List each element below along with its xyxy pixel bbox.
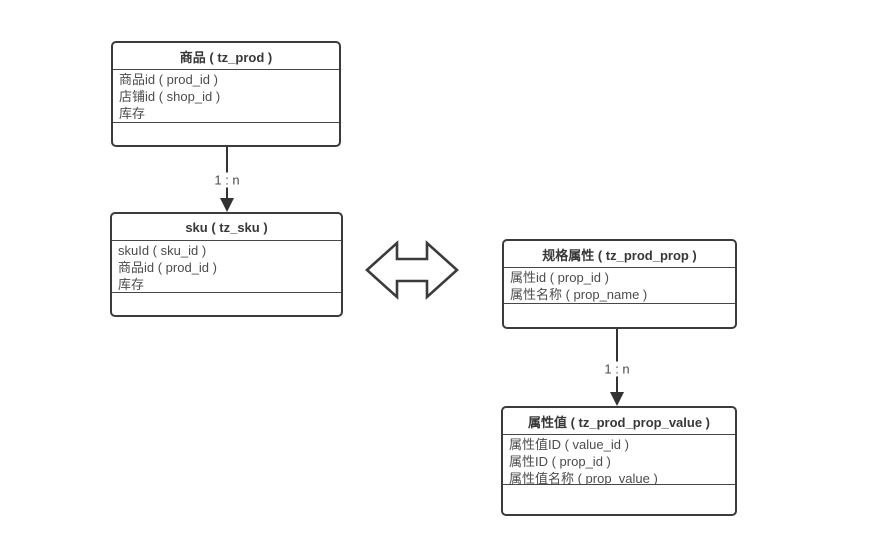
table-field: skuId ( sku_id ): [118, 243, 207, 258]
relation-label: 1 : n: [601, 361, 633, 377]
entity-table-tz-sku: sku ( tz_sku ) skuId ( sku_id ) 商品id ( p…: [110, 212, 343, 317]
table-title: 商品 ( tz_prod ): [113, 43, 339, 70]
table-field: 属性id ( prop_id ): [510, 270, 609, 285]
table-empty-section: [112, 293, 341, 315]
table-field: 商品id ( prod_id ): [118, 260, 217, 275]
double-arrow-icon: [365, 240, 459, 300]
table-title: 规格属性 ( tz_prod_prop ): [504, 241, 735, 268]
table-field: 属性值ID ( value_id ): [509, 437, 629, 452]
table-field: 商品id ( prod_id ): [119, 72, 218, 87]
table-fields: 商品id ( prod_id ) 店铺id ( shop_id ) 库存: [113, 70, 339, 123]
table-fields: 属性id ( prop_id ) 属性名称 ( prop_name ): [504, 268, 735, 304]
relation-label: 1 : n: [211, 172, 243, 188]
down-arrowhead-icon: [610, 392, 624, 406]
table-title: sku ( tz_sku ): [112, 214, 341, 241]
down-arrowhead-icon: [220, 198, 234, 212]
table-field: 库存: [119, 106, 146, 121]
table-empty-section: [504, 304, 735, 327]
table-title: 属性值 ( tz_prod_prop_value ): [503, 408, 735, 435]
table-fields: skuId ( sku_id ) 商品id ( prod_id ) 库存: [112, 241, 341, 293]
table-empty-section: [503, 485, 735, 514]
relation-line: [616, 329, 618, 393]
table-field: 属性名称 ( prop_name ): [510, 287, 648, 302]
entity-table-tz-prod-prop-value: 属性值 ( tz_prod_prop_value ) 属性值ID ( value…: [501, 406, 737, 516]
table-empty-section: [113, 123, 339, 145]
table-field: 属性值名称 ( prop_value ): [509, 471, 658, 485]
table-field: 店铺id ( shop_id ): [119, 89, 221, 104]
entity-table-tz-prod: 商品 ( tz_prod ) 商品id ( prod_id ) 店铺id ( s…: [111, 41, 341, 147]
table-field: 库存: [118, 277, 145, 292]
table-fields: 属性值ID ( value_id ) 属性ID ( prop_id ) 属性值名…: [503, 435, 735, 485]
entity-table-tz-prod-prop: 规格属性 ( tz_prod_prop ) 属性id ( prop_id ) 属…: [502, 239, 737, 329]
table-field: 属性ID ( prop_id ): [509, 454, 611, 469]
